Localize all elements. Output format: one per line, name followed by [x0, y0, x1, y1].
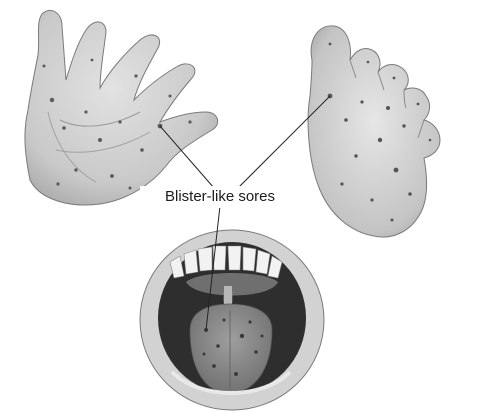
- hand-shape: [25, 10, 218, 205]
- hand-illustration: [25, 10, 218, 205]
- mouth-illustration: [140, 230, 324, 410]
- foot-illustration: [308, 26, 440, 237]
- blister-sores-label: Blister-like sores: [140, 186, 300, 208]
